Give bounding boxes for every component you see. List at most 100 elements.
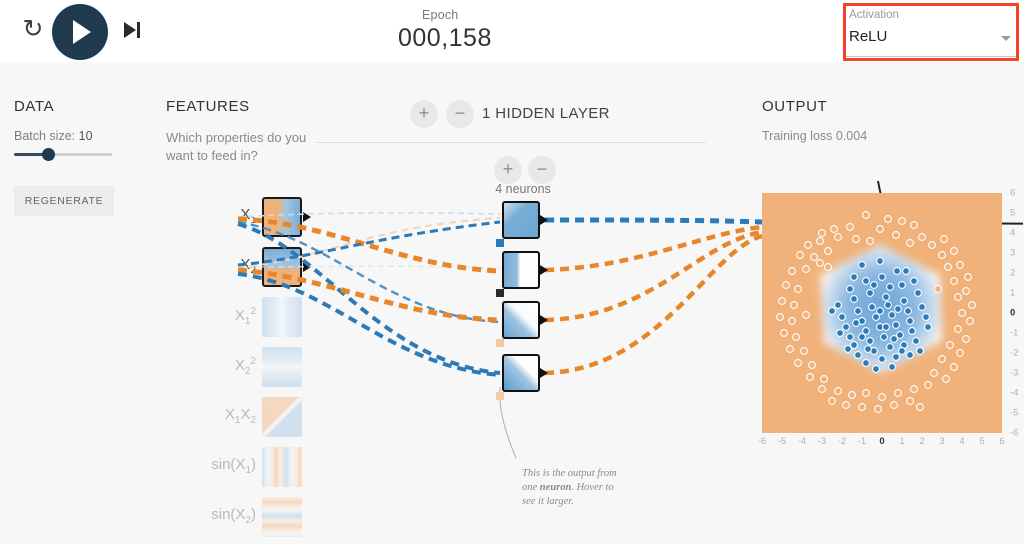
y-tick: 5 (1010, 207, 1016, 219)
hidden-neuron-2[interactable] (502, 251, 540, 289)
feature-label: X12 (234, 306, 256, 327)
batch-size-value: 10 (78, 129, 93, 143)
epoch-display: Epoch 000,158 (398, 8, 578, 53)
chevron-down-icon (1001, 36, 1011, 41)
x-tick: 4 (959, 436, 965, 447)
batch-size-slider[interactable] (14, 148, 112, 161)
feature-label: X2 (240, 256, 256, 276)
add-neuron-button[interactable]: + (494, 156, 522, 184)
neuron-output-connector (540, 368, 548, 378)
batch-size-row: Batch size: 10 (14, 129, 118, 143)
x-tick: -3 (817, 436, 827, 447)
y-tick: 0 (1010, 307, 1016, 319)
feature-sin-x1[interactable]: sin(X1) (166, 447, 316, 493)
feature-thumbnail (262, 247, 302, 287)
features-description: Which properties do you want to feed in? (166, 130, 307, 163)
slider-fill (14, 153, 48, 156)
feature-x1-squared[interactable]: X12 (166, 297, 316, 343)
y-axis: 6 5 4 3 2 1 0 -1 -2 -3 -4 -5 -6 (1004, 188, 1024, 440)
output-panel: OUTPUT Training loss 0.004 (762, 98, 1022, 143)
feature-sin-x2[interactable]: sin(X2) (166, 497, 316, 543)
neuron-controls: + − (494, 150, 556, 184)
neuron-output-connector (540, 215, 548, 225)
data-points (776, 211, 976, 413)
y-tick: -5 (1010, 407, 1019, 419)
y-tick: 2 (1010, 267, 1016, 279)
x-tick: -5 (777, 436, 787, 447)
tooltip-bold: neuron (539, 482, 572, 493)
features-panel: FEATURES Which properties do you want to… (166, 98, 316, 165)
activation-select[interactable]: Activation ReLU (845, 5, 1017, 57)
neuron-count-label: 4 neurons (495, 182, 551, 196)
feature-output-connector (303, 262, 311, 272)
feature-thumbnail (262, 297, 302, 337)
x-tick: -2 (837, 436, 847, 447)
y-tick: 3 (1010, 247, 1016, 259)
x-tick: -6 (757, 436, 767, 447)
hidden-layer-controls: + − 1 HIDDEN LAYER (410, 94, 609, 134)
feature-x2-squared[interactable]: X22 (166, 347, 316, 393)
play-button[interactable] (52, 4, 108, 60)
feature-thumbnail (262, 447, 302, 487)
activation-label: Activation (849, 9, 899, 21)
divider (316, 142, 706, 143)
neuron-bias (496, 392, 504, 400)
y-tick: 1 (1010, 287, 1016, 299)
x-tick: 2 (919, 436, 925, 447)
hidden-neuron-1[interactable] (502, 201, 540, 239)
feature-thumbnail (262, 497, 302, 537)
toolbar: ↻ Epoch 000,158 Activation ReLU (0, 0, 1024, 62)
feature-x1[interactable]: X1 (166, 197, 316, 243)
output-heatmap[interactable] (762, 193, 1002, 433)
x-axis: -6 -5 -4 -3 -2 -1 0 1 2 3 4 5 6 (756, 436, 1010, 454)
neuron-tooltip: This is the output from one neuron. Hove… (522, 467, 618, 509)
x-tick: -1 (857, 436, 867, 447)
output-title: OUTPUT (762, 98, 828, 115)
hidden-neuron-3[interactable] (502, 301, 540, 339)
y-tick: -2 (1010, 347, 1019, 359)
play-icon (73, 20, 91, 44)
step-forward-icon[interactable] (124, 18, 150, 42)
neuron-output-connector (540, 315, 548, 325)
regenerate-button[interactable]: REGENERATE (14, 186, 114, 216)
x-tick: 3 (939, 436, 945, 447)
x-tick: -4 (797, 436, 807, 447)
hidden-layer-count-label: 1 HIDDEN LAYER (482, 105, 610, 122)
feature-label: X1 (240, 206, 256, 226)
feature-thumbnail (262, 397, 302, 437)
y-tick: -6 (1010, 427, 1019, 439)
epoch-label: Epoch (422, 8, 459, 22)
y-tick: 4 (1010, 227, 1016, 239)
feature-thumbnail (262, 197, 302, 237)
x-tick: 5 (979, 436, 985, 447)
data-panel: DATA Batch size: 10 (14, 98, 118, 143)
neuron-bias (496, 289, 504, 297)
feature-label: sin(X2) (211, 506, 256, 526)
feature-label: X1X2 (224, 406, 256, 426)
neuron-output-connector (540, 265, 548, 275)
y-tick: -4 (1010, 387, 1019, 399)
feature-thumbnail (262, 347, 302, 387)
add-layer-button[interactable]: + (410, 100, 438, 128)
features-title: FEATURES (166, 98, 250, 115)
remove-layer-button[interactable]: − (446, 100, 474, 128)
training-loss-label: Training loss 0.004 (762, 129, 868, 143)
x-tick: 0 (879, 436, 885, 447)
slider-knob[interactable] (42, 148, 55, 161)
y-tick: -3 (1010, 367, 1019, 379)
feature-x2[interactable]: X2 (166, 247, 316, 293)
tooltip-suffix: . Hover to see it larger. (522, 482, 614, 507)
batch-size-label: Batch size: (14, 129, 76, 143)
feature-output-connector (303, 212, 311, 222)
data-title: DATA (14, 98, 55, 115)
feature-label: sin(X1) (211, 456, 256, 476)
feature-x1x2[interactable]: X1X2 (166, 397, 316, 443)
x-tick: 1 (899, 436, 905, 447)
x-tick: 6 (999, 436, 1005, 447)
hidden-neuron-4[interactable] (502, 354, 540, 392)
activation-value: ReLU (849, 28, 888, 45)
tooltip-prefix: This is the output from one (522, 468, 617, 493)
neuron-bias (496, 339, 504, 347)
remove-neuron-button[interactable]: − (528, 156, 556, 184)
reset-icon[interactable]: ↻ (22, 15, 44, 43)
